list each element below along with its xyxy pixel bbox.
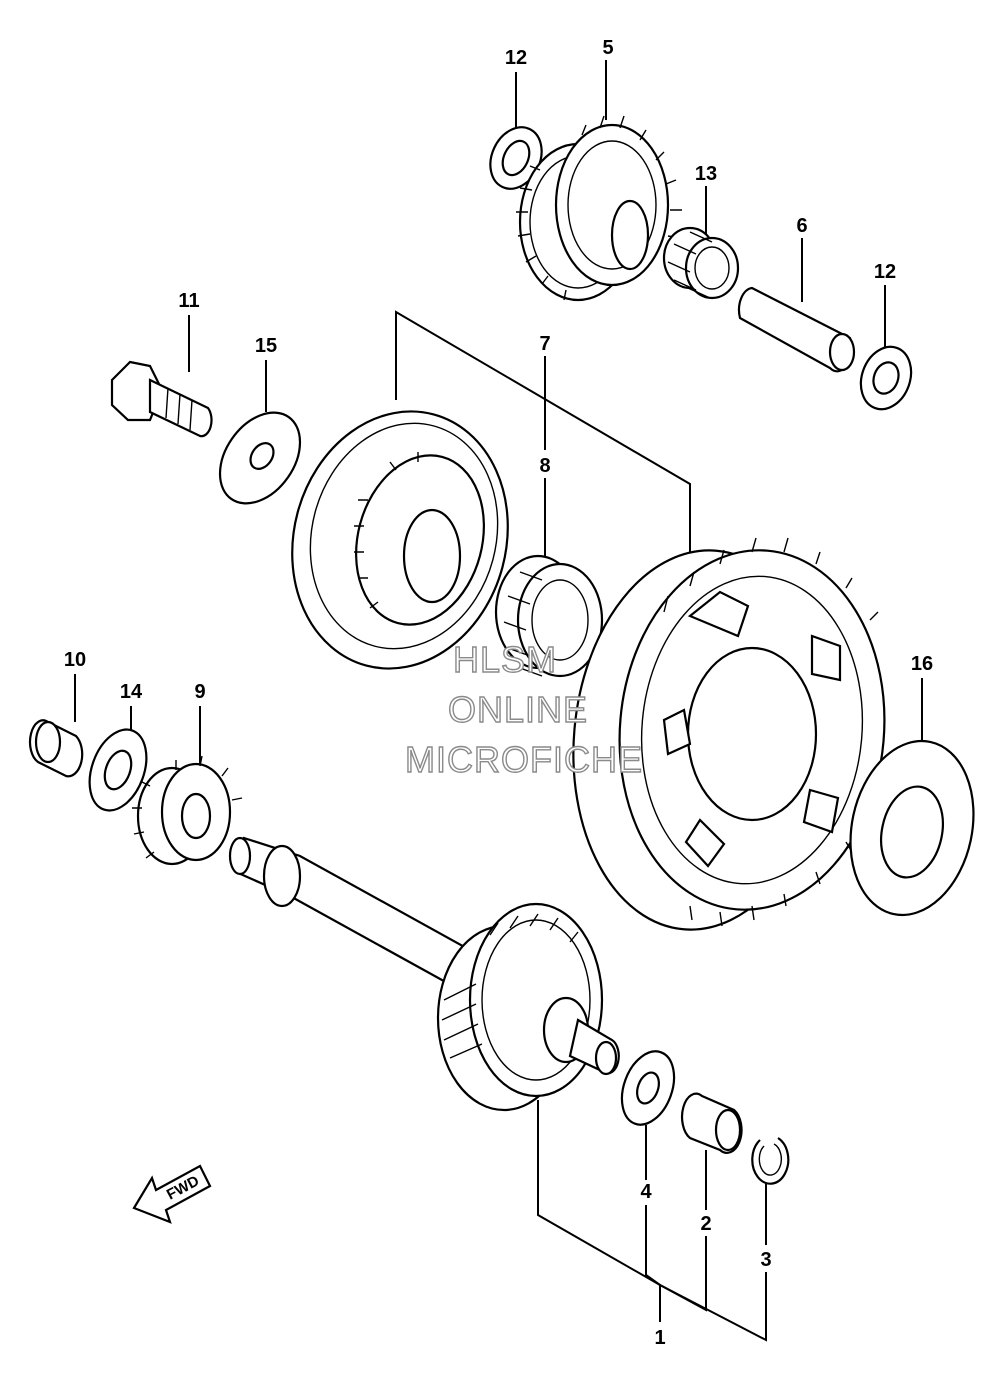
callout-5: 5 (602, 37, 613, 59)
callout-7: 7 (539, 333, 550, 355)
part-16-washer (849, 739, 975, 917)
callout-4: 4 (640, 1181, 652, 1203)
callout-12-top: 12 (505, 47, 527, 69)
starter-clutch-housing (291, 410, 509, 670)
part-15-washer (218, 411, 302, 505)
callout-16: 16 (911, 653, 933, 675)
callout-11: 11 (178, 290, 199, 312)
part-12-washer-right (859, 345, 913, 411)
large-driven-gear (572, 537, 886, 931)
part-1-shaft-assembly (228, 836, 620, 1112)
part-8-roller-bearing (494, 554, 604, 678)
callout-8: 8 (539, 455, 550, 477)
watermark-line-2: ONLINE (448, 689, 588, 730)
callout-10: 10 (64, 649, 86, 671)
arrow-icon (132, 1164, 212, 1224)
part-13-needle-bearing (662, 226, 740, 300)
part-3-circlip (751, 1137, 790, 1185)
callout-13: 13 (695, 163, 717, 185)
callout-2: 2 (700, 1213, 711, 1235)
part-10-collar (28, 719, 84, 778)
part-9-small-gear (132, 755, 243, 866)
watermark: HLSM ONLINE MICROFICHE (404, 638, 643, 780)
fwd-direction-arrow: FWD (132, 1164, 212, 1224)
part-2-bush (680, 1092, 743, 1154)
callout-14: 14 (120, 681, 143, 703)
callout-6: 6 (796, 215, 807, 237)
leader-lines (74, 60, 923, 1342)
part-6-shaft (737, 286, 856, 373)
part-5-double-gear (516, 115, 682, 302)
part-11-bolt (110, 360, 213, 438)
part-14-washer (88, 728, 148, 812)
callout-9: 9 (194, 681, 205, 703)
watermark-line-1: HLSM (453, 639, 557, 680)
callout-3: 3 (760, 1249, 771, 1271)
callout-labels: 1 2 3 4 5 6 7 8 9 10 11 12 12 13 14 15 1… (64, 37, 933, 1349)
callout-1: 1 (654, 1327, 665, 1349)
callout-12-right: 12 (874, 261, 896, 283)
watermark-line-3: MICROFICHE (405, 739, 643, 780)
part-4-washer (620, 1050, 676, 1126)
callout-15: 15 (255, 335, 277, 357)
